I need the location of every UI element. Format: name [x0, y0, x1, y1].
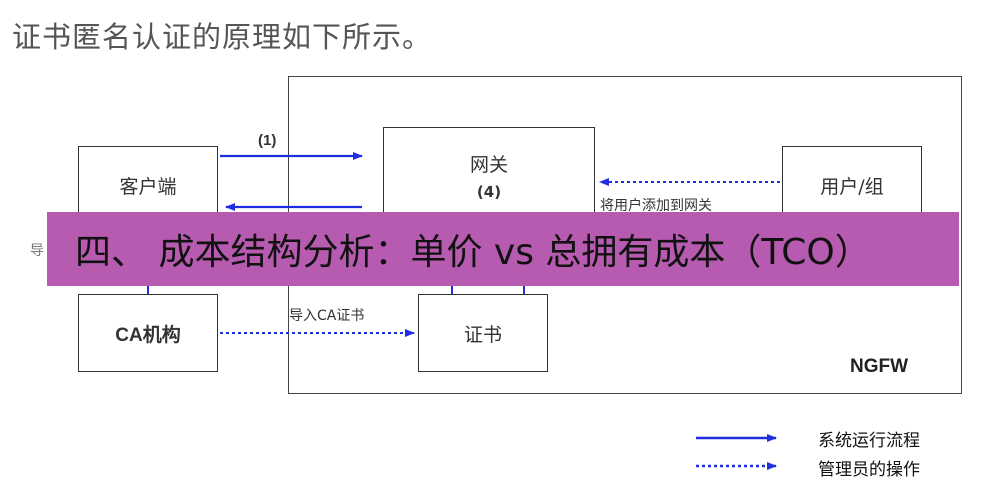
legend-item-admin: 管理员的操作 — [818, 460, 920, 480]
user-group-label: 用户/组 — [820, 175, 884, 198]
ca-node: CA机构 — [78, 294, 218, 372]
cert-label: 证书 — [463, 323, 502, 346]
legend-item-flow: 系统运行流程 — [818, 431, 920, 451]
cert-node: 证书 — [418, 294, 548, 372]
step1-label: (1) — [258, 132, 277, 149]
left-partial-label: 导 — [30, 243, 44, 259]
add-user-label: 将用户添加到网关 — [600, 198, 712, 214]
banner-text: 四、 成本结构分析：单价 vs 总拥有成本（TCO） — [75, 232, 871, 273]
intro-text: 证书匿名认证的原理如下所示。 — [12, 20, 433, 54]
client-node: 客户端 — [78, 146, 218, 224]
import-ca-label: 导入CA证书 — [289, 308, 365, 324]
ngfw-label: NGFW — [850, 356, 909, 377]
section-banner: 四、 成本结构分析：单价 vs 总拥有成本（TCO） — [47, 212, 959, 286]
gateway-step-label: (4) — [476, 182, 502, 201]
ca-label: CA机构 — [115, 324, 181, 346]
gateway-label: 网关 — [469, 153, 508, 176]
client-label: 客户端 — [119, 175, 177, 198]
